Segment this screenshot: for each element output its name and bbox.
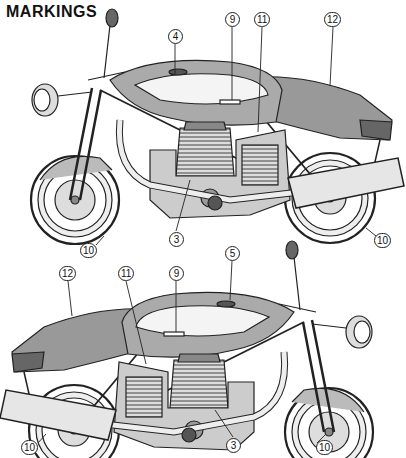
callout-number: 10 xyxy=(80,243,97,258)
callout-number: 11 xyxy=(254,12,270,27)
motorcycle-right xyxy=(0,241,373,458)
callout-number: 12 xyxy=(59,266,76,281)
sheet-title: MARKINGS xyxy=(6,3,97,21)
callout-number: 12 xyxy=(324,12,341,27)
callout-number: 9 xyxy=(225,12,240,27)
callout-number: 3 xyxy=(169,232,184,247)
callout-number: 9 xyxy=(169,266,184,281)
callout-number: 3 xyxy=(226,438,241,453)
callout-number: 5 xyxy=(225,246,240,261)
callout-number: 4 xyxy=(168,29,183,44)
callout-number: 10 xyxy=(374,233,391,248)
leader-lines xyxy=(38,27,376,443)
callout-number: 11 xyxy=(118,266,134,281)
motorcycle-left xyxy=(31,9,404,244)
callout-number: 10 xyxy=(316,440,333,455)
callout-number: 10 xyxy=(21,440,38,455)
